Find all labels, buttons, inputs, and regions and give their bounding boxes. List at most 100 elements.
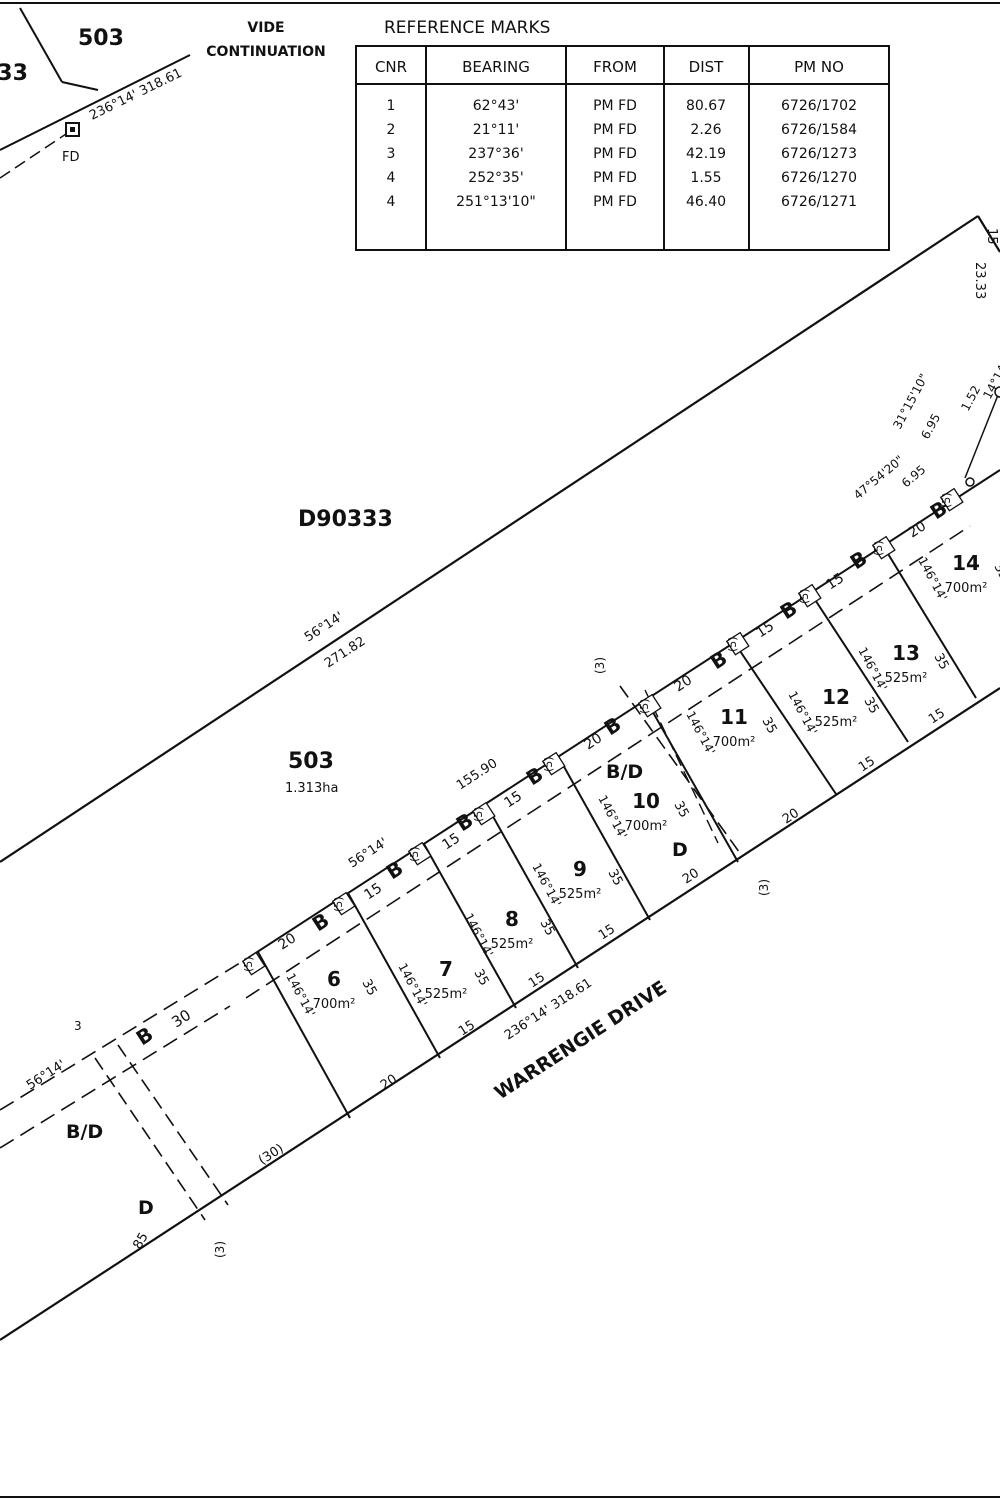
boxed-5-label: (5) <box>332 896 345 912</box>
corner-lot-label: 503 <box>78 26 124 51</box>
dist-695a: 6.95 <box>918 411 943 441</box>
lot-number: 11 <box>720 705 748 729</box>
lot-side-bearing: 146°14' <box>461 911 496 959</box>
lot-side-bearing: 146°14' <box>595 793 630 841</box>
lot-side-bearing: 146°14' <box>283 971 318 1019</box>
setback-3-label: (3) <box>213 1241 227 1258</box>
right-edge-annotations: 23.33 15 31°15'10" 6.95 47°54'20" 6.95 1… <box>851 228 1000 502</box>
lot-side-bearing: 146°14' <box>395 961 430 1009</box>
lot-number: 8 <box>505 907 519 931</box>
easement-d-label: D <box>138 1197 154 1219</box>
survey-peg-icon <box>994 386 1000 398</box>
easement-b-label: B <box>382 856 408 884</box>
lot-number: 9 <box>573 857 587 881</box>
bearing-475420: 47°54'20" <box>851 453 906 503</box>
boxed-5-marker <box>407 841 432 866</box>
lot-area: 525m² <box>885 671 928 686</box>
dist-2333: 23.33 <box>972 262 987 299</box>
lot-depth: 35 <box>860 695 881 717</box>
ref-table-header: BEARING <box>462 58 530 76</box>
corner-partial-label: 333 <box>0 61 28 86</box>
lot-side-bearing: 146°14' <box>785 689 820 737</box>
ref-table-header: FROM <box>593 58 637 76</box>
top-partial: 15 <box>984 228 999 245</box>
lot-side-bearing: 146°14' <box>529 861 564 909</box>
boxed-5-marker <box>939 487 964 512</box>
ref-table-cell: 6726/1702 <box>781 98 857 114</box>
north-boundary-bearing: 56°14' <box>302 609 346 645</box>
lot-side-bearing: 146°14' <box>683 709 718 757</box>
lot-503-area: 1.313ha <box>285 781 338 796</box>
lot-area: 525m² <box>559 887 602 902</box>
boxed-5-marker <box>331 891 356 916</box>
lot-area: 700m² <box>625 819 668 834</box>
lot-depth: 35 <box>758 715 779 737</box>
boxed-5-label: (5) <box>798 588 811 604</box>
north-boundary-distance: 271.82 <box>322 634 368 671</box>
ref-table-header: PM NO <box>794 58 844 76</box>
ref-table-cell: 46.40 <box>686 194 726 210</box>
lot-side-bearing: 146°14' <box>915 555 950 603</box>
lot-depth: 35 <box>604 867 625 889</box>
lot-depth: 35 <box>930 651 951 673</box>
ref-table-cell: PM FD <box>593 98 637 114</box>
lot-rear-dimension: 15 <box>456 1018 478 1040</box>
boxed-5-label: (5) <box>408 846 421 862</box>
lot-depth: 35 <box>990 561 1000 583</box>
lot-number: 14 <box>952 551 980 575</box>
boxed-5-marker <box>871 535 896 560</box>
ref-table-cell: 62°43' <box>473 98 519 114</box>
corner-bearing: 236°14' 318.61 <box>87 66 184 124</box>
dist-85: 85 <box>130 1230 151 1252</box>
reference-marks-title: REFERENCE MARKS <box>384 18 550 38</box>
lot-frontage: 20 <box>581 730 605 753</box>
ref-table-cell: PM FD <box>593 194 637 210</box>
easement-bd-label: B/D <box>66 1121 103 1143</box>
lot-frontage: 20 <box>671 672 695 695</box>
ref-table-cell: 252°35' <box>468 170 523 186</box>
ref-table-cell: 251°13'10" <box>456 194 536 210</box>
lot-area: 700m² <box>313 997 356 1012</box>
ref-table-header: CNR <box>375 58 407 76</box>
lot-depth: 35 <box>358 977 379 999</box>
boxed-5-label: (5) <box>940 492 953 508</box>
d90333-label: D90333 <box>298 507 393 532</box>
boxed-5-label: (5) <box>872 540 885 556</box>
mark-3: 3 <box>74 1019 82 1033</box>
dist-152: 1.52 <box>958 383 983 413</box>
lot-503-label: 503 <box>288 749 334 774</box>
ref-table-cell: PM FD <box>593 122 637 138</box>
setback-3-label: (3) <box>757 879 771 896</box>
lot-rear-dimension: 20 <box>780 806 802 828</box>
lot-area: 700m² <box>713 735 756 750</box>
lot-frontage: 20 <box>275 930 299 953</box>
continuation-label: CONTINUATION <box>206 44 325 60</box>
fd-label: FD <box>62 150 80 165</box>
boxed-5-label: (5) <box>638 698 651 714</box>
ref-table-header: DIST <box>689 58 724 76</box>
lot-number: 13 <box>892 641 920 665</box>
lot-area: 525m² <box>425 987 468 1002</box>
easement-b-label: B <box>308 908 334 936</box>
lot-frontage: 15 <box>753 618 777 641</box>
lot-number: 7 <box>439 957 453 981</box>
lot-number: 12 <box>822 685 850 709</box>
easement-d-label: D <box>672 839 688 861</box>
lot-dividers <box>257 543 977 1119</box>
lot-number: 10 <box>632 789 660 813</box>
dist-30: 30 <box>168 1006 194 1031</box>
lot-frontage: 15 <box>361 880 385 903</box>
ref-table-cell: 6726/1273 <box>781 146 857 162</box>
easement-b-label: B <box>846 546 872 574</box>
ref-table-cell: 4 <box>387 170 396 186</box>
lot-depth: 35 <box>536 917 557 939</box>
ref-table-cell: 21°11' <box>473 122 519 138</box>
vide-label: VIDE <box>247 20 284 36</box>
lot-area: 525m² <box>491 937 534 952</box>
lot-rear-dimension: 15 <box>856 754 878 776</box>
boxed-5-label: (5) <box>472 806 485 822</box>
